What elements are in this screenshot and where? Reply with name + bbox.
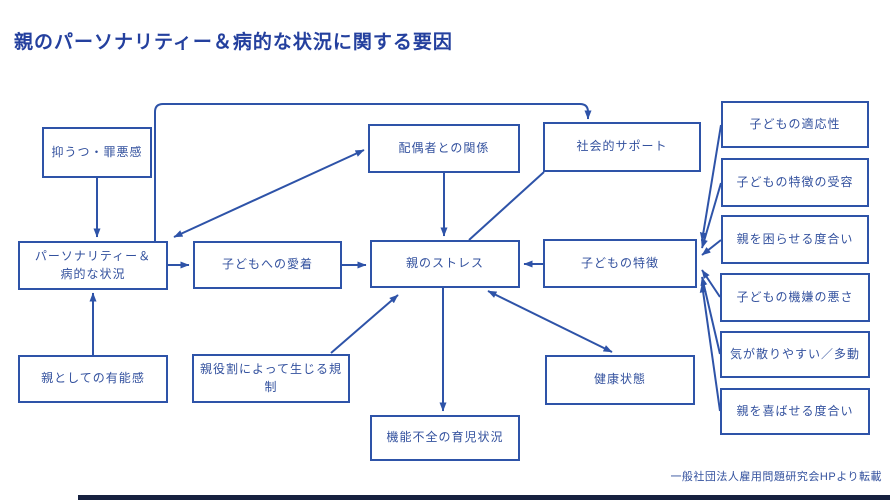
arrow-accept-to-child [701,182,722,249]
node-health: 健康状態 [545,355,695,405]
node-personality: パーソナリティー＆ 病的な状況 [18,241,168,290]
credit-text: 一般社団法人雇用問題研究会HPより転載 [670,471,882,483]
node-mood: 子どもの機嫌の悪さ [720,273,870,322]
node-dysfunction: 機能不全の育児状況 [370,415,520,461]
arrow-role-to-stress [330,294,399,354]
node-distract: 気が散りやすい／多動 [720,331,870,378]
node-child: 子どもの特徴 [543,239,697,288]
node-adapt: 子どもの適応性 [721,101,869,148]
node-please: 親を喜ばせる度合い [720,388,870,435]
node-bother: 親を困らせる度合い [721,215,869,264]
node-attachment: 子どもへの愛着 [193,241,342,289]
node-depression: 抑うつ・罪悪感 [42,127,152,178]
node-spouse: 配偶者との関係 [368,124,520,173]
node-efficacy: 親としての有能感 [18,355,168,403]
arrow-stress-health-double [487,290,613,353]
page-title: 親のパーソナリティー＆病的な状況に関する要因 [14,32,453,53]
node-role: 親役割によって生じる規制 [192,354,350,403]
bottom-bar [78,495,890,500]
node-social: 社会的サポート [543,122,701,172]
arrow-distract-to-child [700,276,721,355]
arrow-adapt-to-child [699,124,722,242]
arrow-mood-to-child [701,269,721,298]
arrow-please-to-child [699,283,721,412]
arrow-bother-to-child [701,239,722,256]
node-accept: 子どもの特徴の受容 [721,158,869,207]
node-stress: 親のストレス [370,240,520,288]
arrow-personality-spouse-double [173,149,365,238]
line-social-to-stress [468,171,545,241]
